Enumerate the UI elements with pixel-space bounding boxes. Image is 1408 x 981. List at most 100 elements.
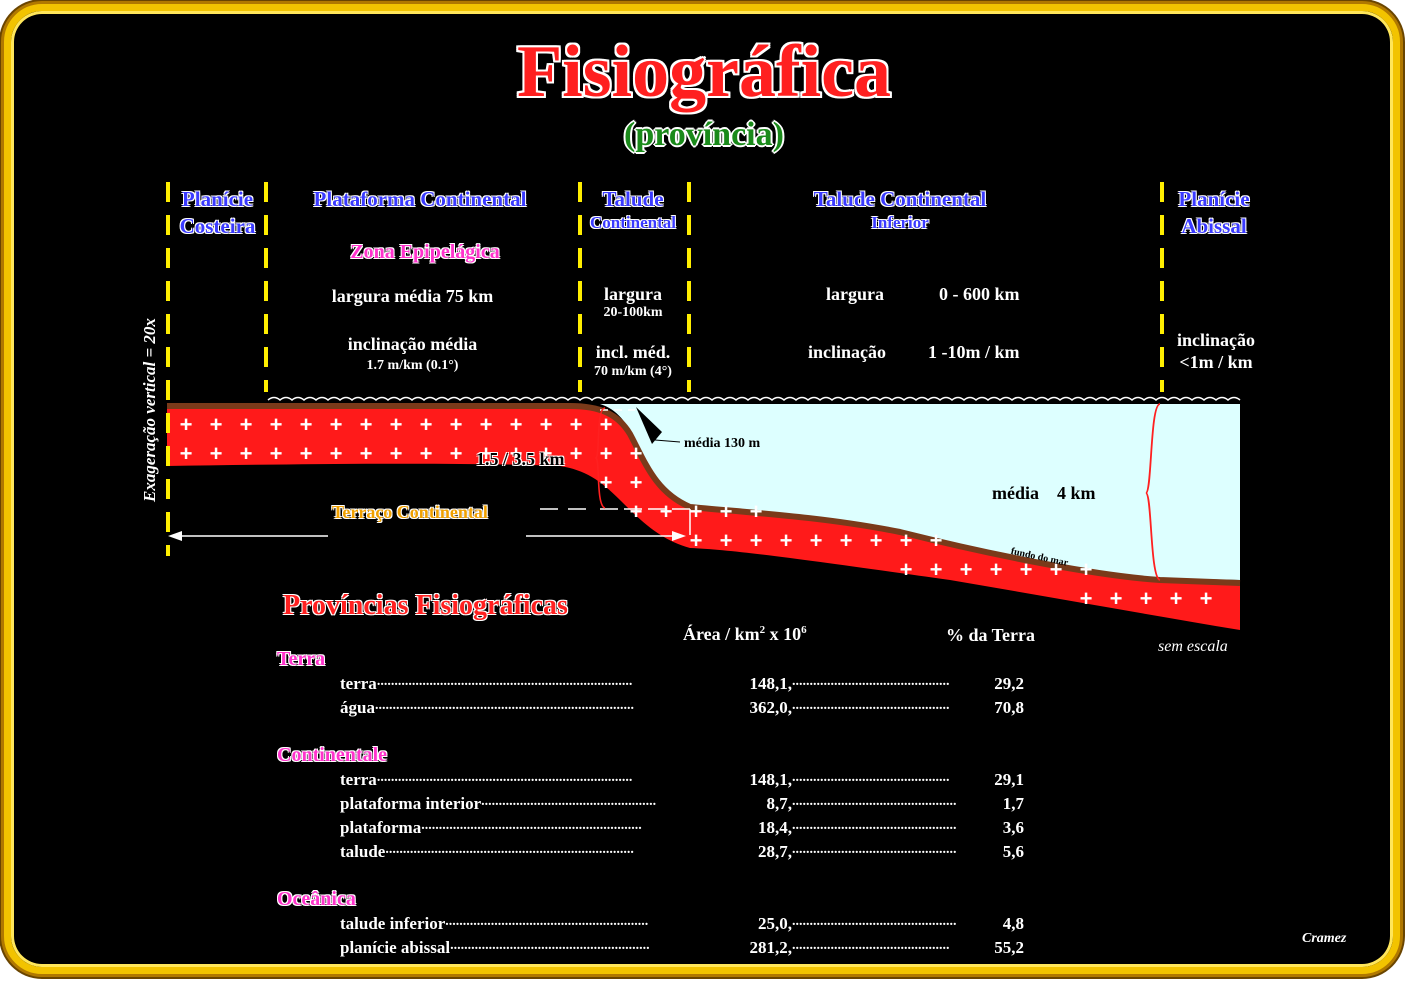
plataforma-largura: largura média 75 km bbox=[331, 286, 494, 306]
col-area-text: Área / km bbox=[683, 624, 760, 644]
plus-sign: + bbox=[390, 412, 403, 437]
vertical-exaggeration-note: Exageração vertical = 20x bbox=[140, 318, 159, 502]
row-label: plataforma bbox=[340, 818, 422, 837]
plataforma-inclinacao-value: 1.7 m/km (0.1°) bbox=[366, 358, 459, 373]
row-label: plataforma interior bbox=[340, 794, 482, 813]
plus-sign: + bbox=[600, 412, 613, 437]
plataforma-inclinacao: inclinação média bbox=[347, 334, 478, 354]
plus-sign: + bbox=[240, 441, 253, 466]
plus-sign: + bbox=[660, 499, 673, 524]
plus-sign: + bbox=[420, 441, 433, 466]
plus-sign: + bbox=[840, 528, 853, 553]
zona-epipelagica-label: Zona Epipelágica bbox=[350, 241, 500, 263]
province-label-line2: Inferior bbox=[871, 213, 929, 232]
table-group-heading: Terra bbox=[277, 648, 326, 670]
plus-sign: + bbox=[630, 499, 643, 524]
row-area: 148,1, bbox=[749, 770, 793, 789]
plus-sign: + bbox=[900, 528, 913, 553]
plus-sign: + bbox=[1170, 586, 1183, 611]
table-col-area: Área / km2 x 106 bbox=[683, 624, 807, 645]
row-percent: 29,2 bbox=[994, 674, 1024, 693]
plus-sign: + bbox=[930, 557, 943, 582]
row-label: planície abissal bbox=[340, 938, 451, 957]
plus-sign: + bbox=[600, 441, 613, 466]
dot-leader: ........................................… bbox=[792, 914, 957, 929]
row-label: talude bbox=[340, 842, 386, 861]
dot-leader: ........................................… bbox=[792, 770, 950, 785]
plus-sign: + bbox=[690, 528, 703, 553]
media-130-arrow bbox=[636, 407, 662, 444]
plus-sign: + bbox=[1110, 586, 1123, 611]
plus-sign: + bbox=[420, 412, 433, 437]
plus-sign: + bbox=[1080, 586, 1093, 611]
plus-sign: + bbox=[480, 441, 493, 466]
media-130-label: média 130 m bbox=[684, 436, 761, 451]
plus-sign: + bbox=[210, 441, 223, 466]
plus-sign: + bbox=[270, 412, 283, 437]
table-group-heading: Continentale bbox=[277, 744, 387, 766]
talude-inclinacao-value: 70 m/km (4°) bbox=[594, 364, 672, 379]
terrace-arrowhead-left bbox=[168, 531, 182, 541]
row-area: 362,0, bbox=[749, 698, 793, 717]
col-area-mult: x 10 bbox=[765, 624, 802, 644]
dot-leader: ........................................… bbox=[445, 914, 649, 929]
dot-leader: ........................................… bbox=[792, 794, 957, 809]
plus-sign: + bbox=[360, 412, 373, 437]
abissal-inclinacao: inclinação bbox=[1176, 330, 1255, 350]
table-heading: Províncias Fisiográficas bbox=[283, 590, 568, 621]
plus-sign: + bbox=[780, 528, 793, 553]
crust-thickness-label: 1.5 / 3.5 km bbox=[476, 449, 565, 469]
plus-sign: + bbox=[750, 528, 763, 553]
row-label: água bbox=[340, 698, 375, 717]
row-area: 28,7, bbox=[758, 842, 792, 861]
plus-sign: + bbox=[180, 441, 193, 466]
plus-sign: + bbox=[750, 499, 763, 524]
plus-sign: + bbox=[510, 412, 523, 437]
plus-sign: + bbox=[990, 557, 1003, 582]
plus-sign: + bbox=[180, 412, 193, 437]
plus-sign: + bbox=[570, 441, 583, 466]
row-label: terra bbox=[340, 770, 377, 789]
row-area: 18,4, bbox=[758, 818, 792, 837]
province-planicie-costeira: Planície Costeira bbox=[170, 186, 265, 240]
plus-sign: + bbox=[510, 441, 523, 466]
plus-sign: + bbox=[720, 528, 733, 553]
plus-sign: + bbox=[1050, 557, 1063, 582]
plus-sign: + bbox=[450, 441, 463, 466]
plus-sign: + bbox=[630, 441, 643, 466]
province-plataforma: Plataforma Continental bbox=[280, 186, 560, 213]
dot-leader: ........................................… bbox=[374, 698, 634, 713]
crust-plus-signs: + + + + + + + + + + + + + + + + + + + + + + + + + + + + + + + + + + + + + + + +… bbox=[180, 412, 1213, 611]
plus-sign: + bbox=[480, 412, 493, 437]
plus-sign: + bbox=[960, 557, 973, 582]
province-label-line2: Continental bbox=[590, 213, 676, 232]
plus-sign: + bbox=[210, 412, 223, 437]
province-label-line1: Talude Continental bbox=[813, 187, 987, 211]
row-label: talude inferior bbox=[340, 914, 446, 933]
plus-sign: + bbox=[300, 441, 313, 466]
talude-inferior-inclinacao-value: 1 -10m / km bbox=[928, 342, 1020, 362]
dot-leader: ........................................… bbox=[376, 770, 633, 785]
dot-leader: ........................................… bbox=[792, 674, 950, 689]
plus-sign: + bbox=[390, 441, 403, 466]
plus-sign: + bbox=[720, 499, 733, 524]
table-group-heading: Oceânica bbox=[277, 888, 356, 910]
plus-sign: + bbox=[300, 412, 313, 437]
row-percent: 1,7 bbox=[1002, 794, 1024, 813]
ocean-water bbox=[595, 404, 1240, 580]
abissal-inclinacao-value: <1m / km bbox=[1179, 352, 1253, 372]
crust-thickness-brace bbox=[594, 407, 606, 509]
plus-sign: + bbox=[810, 528, 823, 553]
province-label-line1: Talude bbox=[602, 187, 664, 211]
plus-sign: + bbox=[930, 528, 943, 553]
plus-sign: + bbox=[330, 412, 343, 437]
plus-sign: + bbox=[1200, 586, 1213, 611]
page-title: Fisiográfica bbox=[516, 31, 891, 113]
row-area: 25,0, bbox=[758, 914, 792, 933]
row-area: 281,2, bbox=[749, 938, 793, 957]
